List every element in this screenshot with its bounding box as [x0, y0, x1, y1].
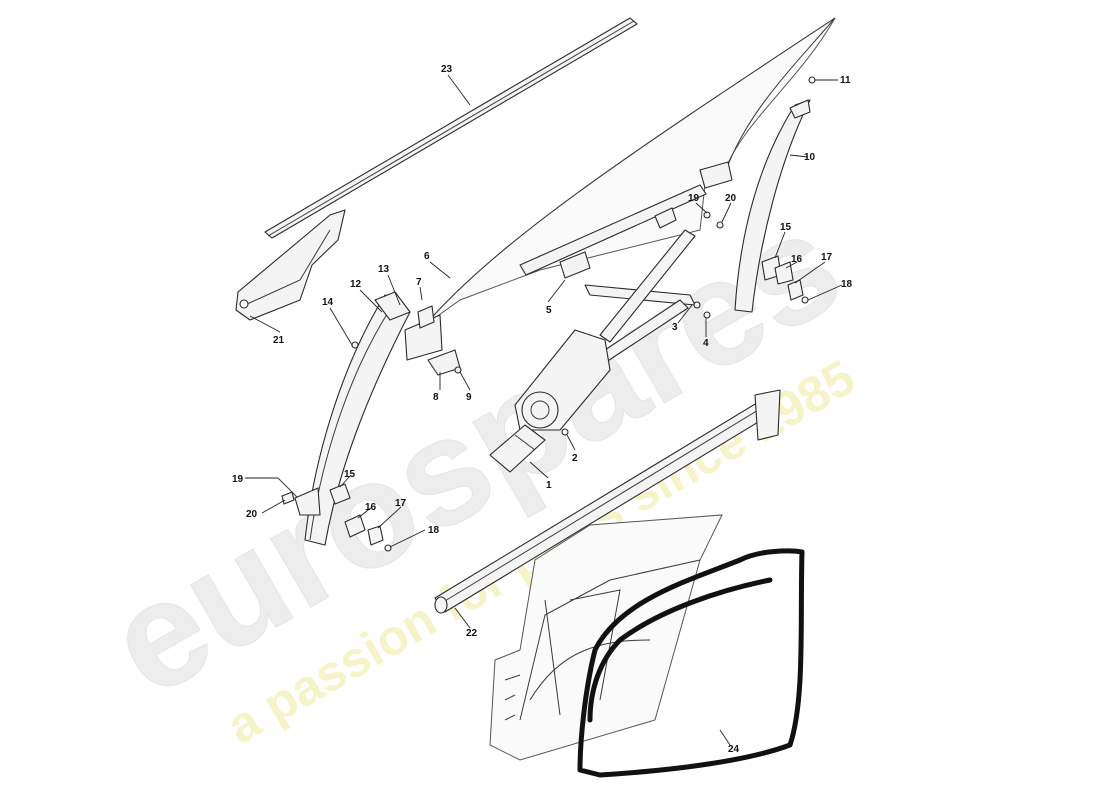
callout-15-right: 15: [780, 222, 792, 233]
part-7-8-brackets: [404, 305, 461, 376]
callout-16-right: 16: [791, 254, 803, 265]
part-lower-left-fasteners: [277, 477, 392, 552]
part-small-screws: [351, 301, 711, 436]
callout-5: 5: [546, 305, 552, 316]
callout-16-left: 16: [365, 502, 377, 513]
part-21-sail-bracket: [235, 209, 346, 321]
part-24-door-and-seal: [489, 514, 805, 778]
callout-17-right: 17: [821, 252, 833, 263]
callout-20-right: 20: [725, 193, 737, 204]
callout-1: 1: [546, 480, 552, 491]
callout-labels: 23 6 7 13 12 14 21 8 9 5 3 4 2 1 10 11 1…: [232, 64, 853, 755]
callout-14: 14: [322, 297, 334, 308]
callout-7: 7: [416, 277, 422, 288]
callout-19-left: 19: [232, 474, 244, 485]
callout-18-left: 18: [428, 525, 440, 536]
callout-11: 11: [840, 75, 851, 86]
callout-6: 6: [424, 251, 430, 262]
callout-17-left: 17: [395, 498, 407, 509]
callout-2: 2: [572, 453, 578, 464]
callout-10: 10: [804, 152, 816, 163]
part-6-door-glass: [424, 17, 836, 326]
part-22-belt-weatherstrip: [434, 389, 781, 614]
callout-21: 21: [273, 335, 285, 346]
callout-12: 12: [350, 279, 362, 290]
callout-3: 3: [672, 322, 678, 333]
callout-22: 22: [466, 628, 478, 639]
leader-lines: [245, 74, 843, 746]
callout-9: 9: [466, 392, 472, 403]
part-1-regulator-motor: [489, 329, 611, 473]
part-10-rear-rail: [699, 99, 811, 313]
part-23-weatherstrip: [264, 17, 638, 239]
part-upper-right-fasteners: [703, 76, 816, 304]
callout-23: 23: [441, 64, 453, 75]
callout-4: 4: [703, 338, 709, 349]
callout-13: 13: [378, 264, 390, 275]
part-5-glass-channel: [519, 184, 707, 279]
callout-20-left: 20: [246, 509, 258, 520]
callout-24: 24: [728, 744, 740, 755]
callout-19-right: 19: [688, 193, 700, 204]
callout-15-left: 15: [344, 469, 356, 480]
callout-8: 8: [433, 392, 439, 403]
callout-18-right: 18: [841, 279, 853, 290]
